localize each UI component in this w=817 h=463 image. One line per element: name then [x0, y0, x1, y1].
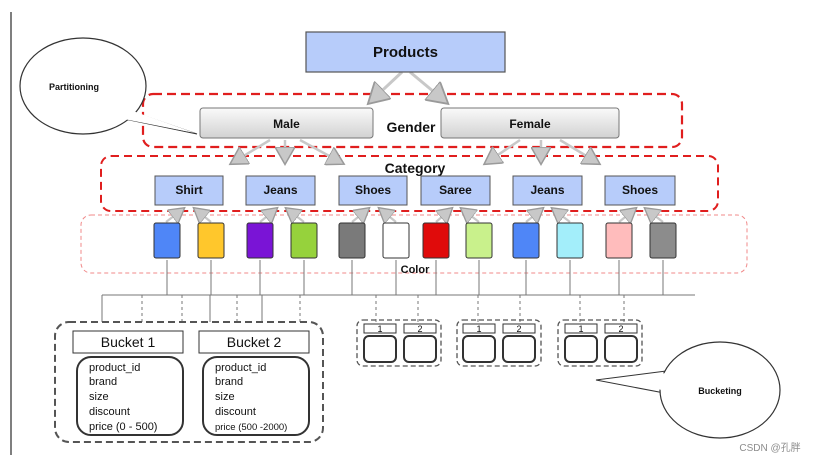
color-swatch-11: [649, 222, 677, 259]
bucketing-callout: Bucketing: [595, 341, 781, 439]
category-node-shoes-male: Shoes: [338, 175, 408, 206]
color-level-label: Color: [401, 264, 430, 276]
category-node-jeans-male: Jeans: [245, 175, 316, 206]
gender-level-label: Gender: [386, 119, 436, 135]
mini-bucket-1-label-1: 2: [516, 324, 521, 334]
bucket-2-field-1: brand: [215, 376, 243, 388]
root-arrows: [370, 70, 446, 102]
bucket-1-field-0: product_id: [89, 362, 140, 374]
partitioning-label: Partitioning: [49, 82, 99, 92]
mini-bucket-group-2: 1 2: [557, 319, 643, 367]
category-label-shirt: Shirt: [175, 183, 202, 197]
mini-bucket-2-label-0: 1: [578, 324, 583, 334]
color-swatch-4: [338, 222, 366, 259]
color-swatch-10: [605, 222, 633, 259]
mini-bucket-0-label-1: 2: [417, 324, 422, 334]
bucket-1-field-1: brand: [89, 376, 117, 388]
color-swatch-2: [246, 222, 274, 259]
bucket-2-title: Bucket 2: [227, 334, 282, 350]
mini-bucket-group-0: 1 2: [356, 319, 442, 367]
category-node-shoes-female: Shoes: [604, 175, 676, 206]
color-swatch-8: [512, 222, 540, 259]
color-swatch-5: [382, 222, 410, 259]
category-node-shirt: Shirt: [154, 175, 224, 206]
color-swatch-row: [153, 222, 677, 259]
bucket-group: [54, 321, 324, 443]
color-swatch-0: [153, 222, 181, 259]
category-label-saree: Saree: [439, 183, 472, 197]
partitioning-callout: Partitioning: [19, 37, 198, 135]
bucket-2-field-2: size: [215, 391, 235, 403]
category-label-jeans-male: Jeans: [263, 183, 297, 197]
color-swatch-6: [422, 222, 450, 259]
category-node-jeans-female: Jeans: [512, 175, 583, 206]
bucketing-label: Bucketing: [698, 386, 742, 396]
color-swatch-3: [290, 222, 318, 259]
category-label-jeans-female: Jeans: [530, 183, 564, 197]
category-label-shoes-male: Shoes: [355, 183, 391, 197]
watermark-text: CSDN @孔胖: [739, 442, 800, 454]
gender-node-male: Male: [199, 107, 374, 139]
bucket-2-field-0: product_id: [215, 362, 266, 374]
color-swatch-7: [465, 222, 493, 259]
bucket-1-title: Bucket 1: [101, 334, 156, 350]
bucket-1-field-2: size: [89, 391, 109, 403]
bucket-2-field-3: discount: [215, 406, 256, 418]
products-node: Products: [305, 31, 506, 73]
gender-label-female: Female: [509, 117, 551, 131]
category-node-saree: Saree: [420, 175, 491, 206]
mini-bucket-group-1: 1 2: [456, 319, 542, 367]
bucket-2: Bucket 2 product_id brand size discount …: [198, 330, 310, 436]
bucket-1: Bucket 1 product_id brand size discount …: [72, 330, 184, 436]
category-region: [100, 155, 719, 212]
mini-bucket-2-label-1: 2: [618, 324, 623, 334]
bucket-connectors: [101, 260, 695, 322]
bucket-2-field-4: price (500 -2000): [215, 422, 287, 433]
color-arrows: [165, 209, 664, 222]
gender-arrows: [232, 138, 598, 163]
category-level-label: Category: [385, 160, 446, 176]
mini-bucket-1-label-0: 1: [476, 324, 481, 334]
category-label-shoes-female: Shoes: [622, 183, 658, 197]
gender-label-male: Male: [273, 117, 300, 131]
color-swatch-9: [556, 222, 584, 259]
bucket-1-field-3: discount: [89, 406, 130, 418]
mini-bucket-0-label-0: 1: [377, 324, 382, 334]
products-label: Products: [373, 44, 438, 61]
color-swatch-1: [197, 222, 225, 259]
bucket-1-field-4: price (0 - 500): [89, 421, 157, 433]
color-region: [80, 214, 748, 274]
gender-node-female: Female: [440, 107, 620, 139]
